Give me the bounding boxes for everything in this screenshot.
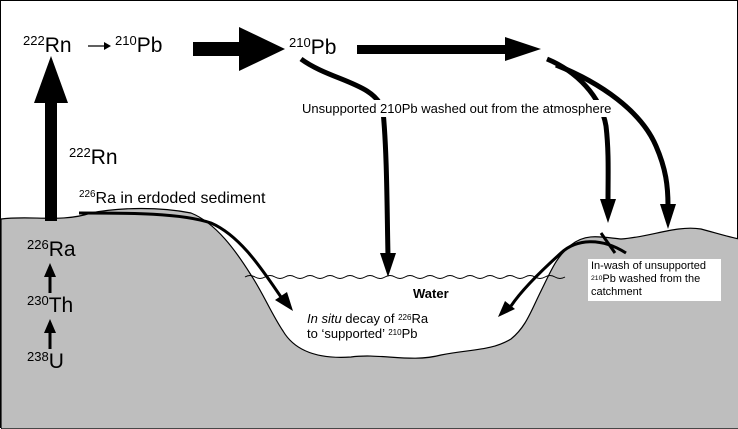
label-ra226: 226Ra <box>27 239 76 260</box>
label-unsupported-washout: Unsupported 210Pb washed out from the at… <box>299 100 614 117</box>
label-rn222-top: 222Rn <box>23 35 72 56</box>
water-surface <box>245 276 565 279</box>
pb-transport-arrow <box>193 27 285 71</box>
label-inwash: In-wash of unsupported 210Pb washed from… <box>588 259 721 301</box>
label-pb210-mid: 210Pb <box>289 37 336 58</box>
label-eroded-sediment: 226Ra in erdoded sediment <box>79 191 265 207</box>
label-water: Water <box>413 287 449 300</box>
washout-arrow-right-1 <box>547 59 616 223</box>
washout-arrow-lake <box>301 59 396 277</box>
label-th230: 230Th <box>27 295 73 316</box>
label-rn222-side: 222Rn <box>69 147 118 168</box>
pb-atmospheric-transport-arrow <box>357 37 541 61</box>
label-pb210-left: 210Pb <box>115 35 162 56</box>
label-u238: 238U <box>27 351 64 372</box>
washout-arrow-right-2 <box>556 65 676 229</box>
rn-to-pb-arrow <box>88 42 111 50</box>
label-insitu-decay: In situ decay of 226Ra to ‘supported’ 21… <box>307 311 428 341</box>
radon-emanation-arrow <box>34 56 68 221</box>
